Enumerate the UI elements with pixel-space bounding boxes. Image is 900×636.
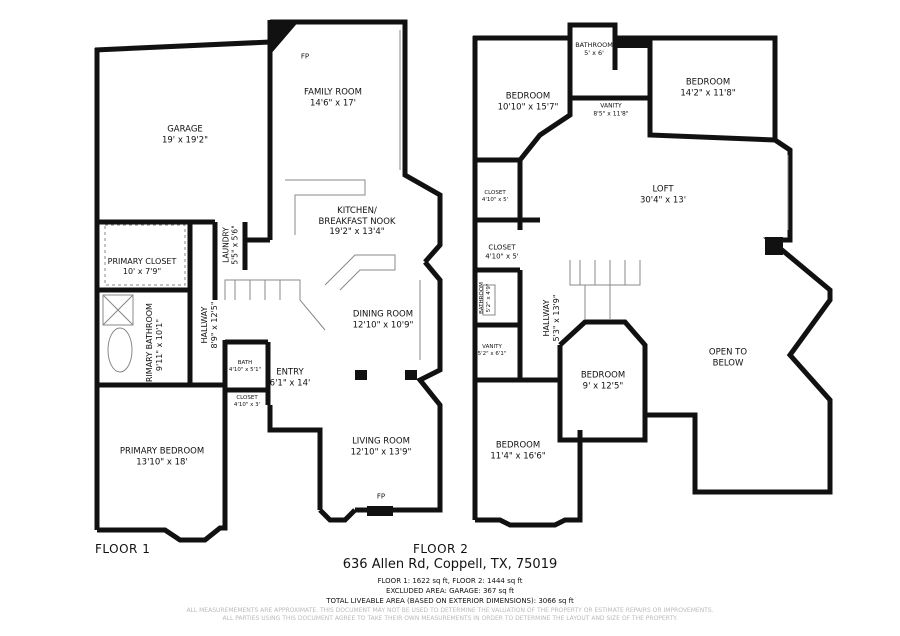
- disclaimer: ALL MEASUREMEMENTS ARE APPROXIMATE. THIS…: [0, 607, 900, 624]
- property-address: 636 Allen Rd, Coppell, TX, 75019: [342, 557, 558, 572]
- floor-areas: FLOOR 1: 1622 sq ft, FLOOR 2: 1444 sq ft: [377, 577, 523, 585]
- floor2-walls: [472, 22, 833, 528]
- disclaimer-line-2: ALL PARTIES USING THIS DOCUMENT AGREE TO…: [222, 615, 678, 623]
- fireplace-label: FP: [376, 492, 386, 501]
- floor2-label: FLOOR 2: [413, 542, 469, 556]
- floor1-details: [102, 30, 421, 373]
- floor1-label: FLOOR 1: [95, 542, 151, 556]
- disclaimer-line-1: ALL MEASUREMEMENTS ARE APPROXIMATE. THIS…: [186, 607, 714, 614]
- total-area: TOTAL LIVEABLE AREA (BASED ON EXTERIOR D…: [326, 597, 574, 605]
- excluded-area: EXCLUDED AREA: GARAGE: 367 sq ft: [386, 587, 514, 595]
- floor2-details: [482, 155, 789, 320]
- area-open-to-below: OPEN TO BELOW: [708, 347, 748, 368]
- floor1-walls: [94, 19, 443, 543]
- fireplace-label: FP: [300, 52, 310, 61]
